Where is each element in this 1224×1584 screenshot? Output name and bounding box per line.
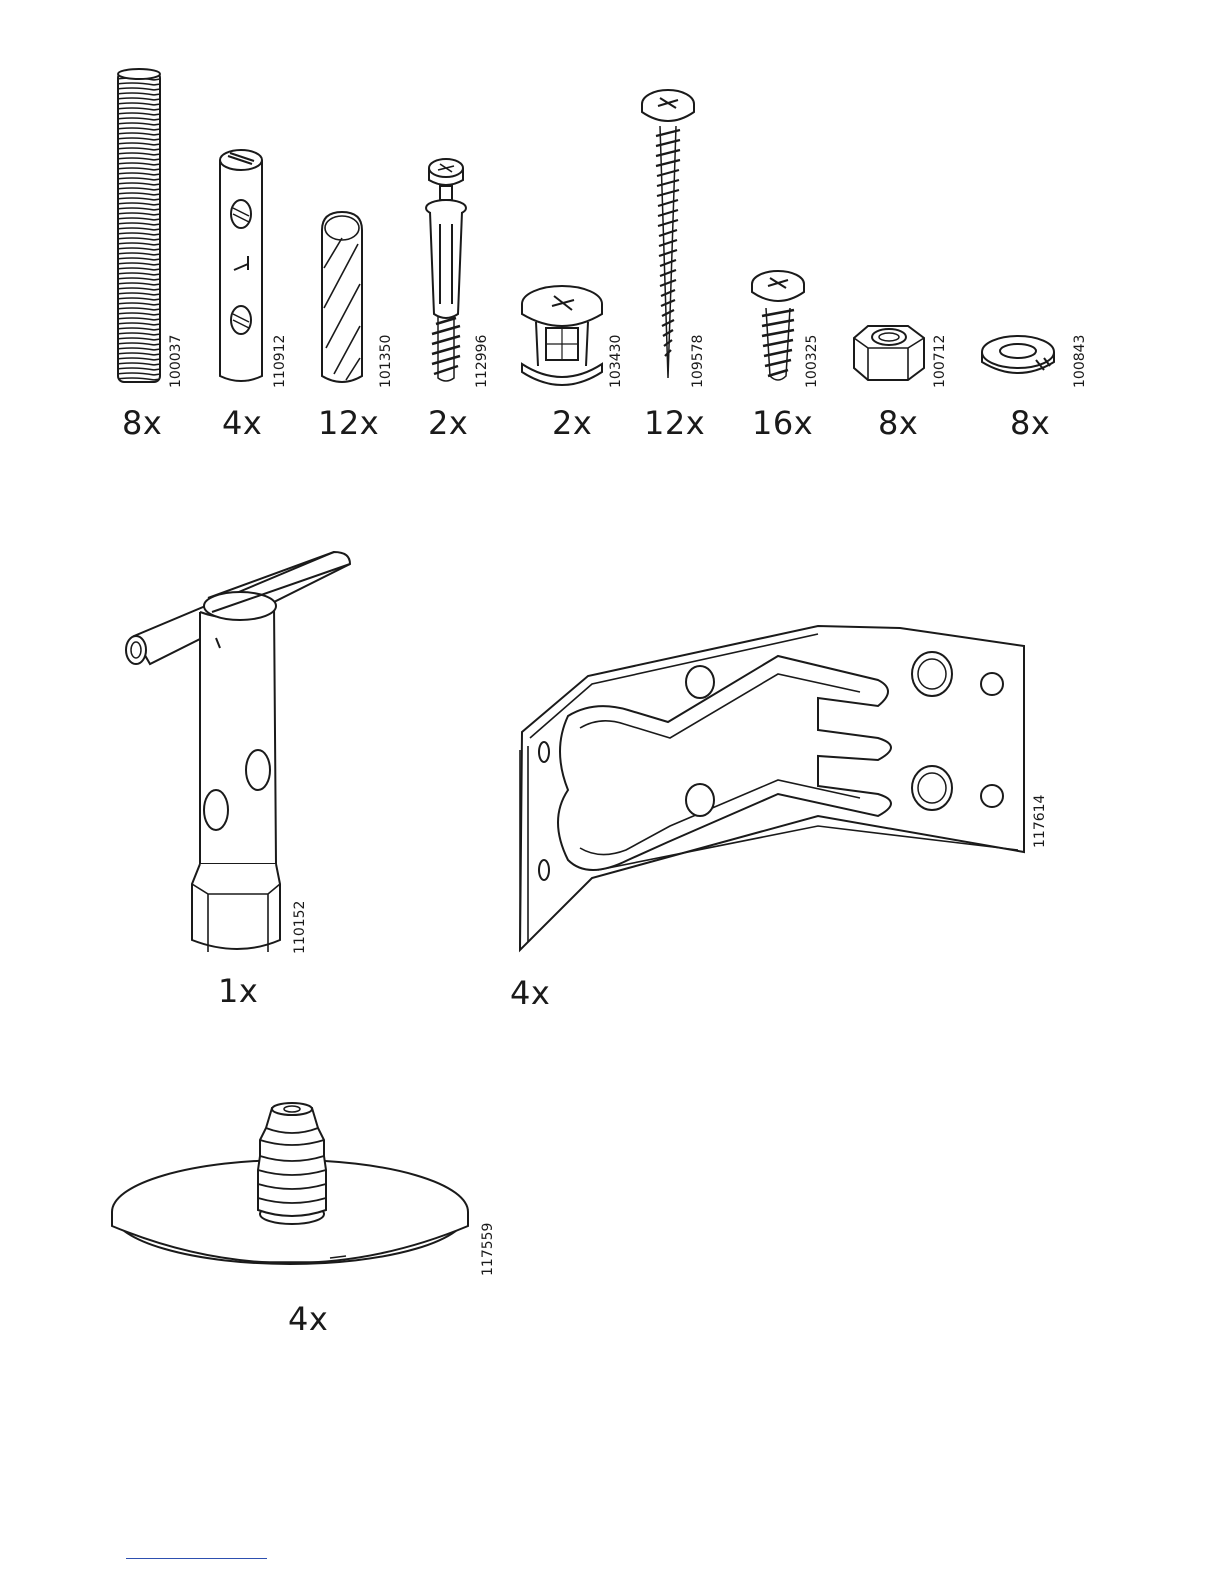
part-number: 101350 — [378, 335, 394, 388]
part-floor-glide: 4x 117559 — [108, 1100, 508, 1340]
part-hex-nut: 8x 100712 — [850, 320, 950, 410]
t-socket-wrench-icon — [120, 548, 360, 958]
qty-label: 8x — [878, 404, 918, 442]
part-socket-wrench: 1x 110152 — [120, 548, 320, 1018]
part-wood-dowel: 12x 101350 — [312, 208, 402, 408]
qty-label: 4x — [288, 1300, 328, 1338]
part-number: 117559 — [480, 1223, 496, 1276]
part-short-screw: 16x 100325 — [748, 268, 838, 408]
part-number: 103430 — [608, 335, 624, 388]
part-number: 117614 — [1032, 795, 1048, 848]
part-number: 100712 — [932, 335, 948, 388]
spring-washer-icon — [978, 332, 1064, 384]
barrel-nut-icon — [212, 144, 272, 384]
part-corner-bracket: 4x 117614 — [508, 620, 1068, 1020]
hex-nut-icon — [850, 320, 930, 386]
qty-label: 12x — [318, 404, 379, 442]
wood-dowel-icon — [312, 208, 372, 388]
part-spring-washer: 8x 100843 — [978, 332, 1098, 412]
qty-label: 8x — [122, 404, 162, 442]
qty-label: 8x — [1010, 404, 1050, 442]
part-cam-bolt: 2x 112996 — [418, 154, 508, 414]
footer-line — [126, 1558, 267, 1559]
part-number: 100843 — [1072, 335, 1088, 388]
threaded-rod-icon — [110, 66, 170, 386]
part-number: 100325 — [804, 335, 820, 388]
part-threaded-rod: 8x 100037 — [110, 66, 180, 396]
part-number: 110912 — [272, 335, 288, 388]
corner-bracket-icon — [508, 620, 1038, 960]
part-barrel-nut: 4x 110912 — [212, 144, 292, 404]
part-cam-lock: 2x 103430 — [516, 282, 626, 412]
part-number: 112996 — [474, 335, 490, 388]
qty-label: 2x — [552, 404, 592, 442]
short-screw-icon — [748, 268, 808, 386]
part-long-screw: 12x 109578 — [640, 88, 720, 408]
part-number: 110152 — [292, 901, 308, 954]
qty-label: 4x — [510, 974, 550, 1012]
part-number: 100037 — [168, 335, 184, 388]
qty-label: 1x — [218, 972, 258, 1010]
qty-label: 2x — [428, 404, 468, 442]
cam-bolt-icon — [418, 154, 478, 390]
part-number: 109578 — [690, 335, 706, 388]
qty-label: 16x — [752, 404, 813, 442]
floor-glide-icon — [108, 1100, 472, 1280]
qty-label: 4x — [222, 404, 262, 442]
cam-lock-icon — [516, 282, 606, 386]
qty-label: 12x — [644, 404, 705, 442]
